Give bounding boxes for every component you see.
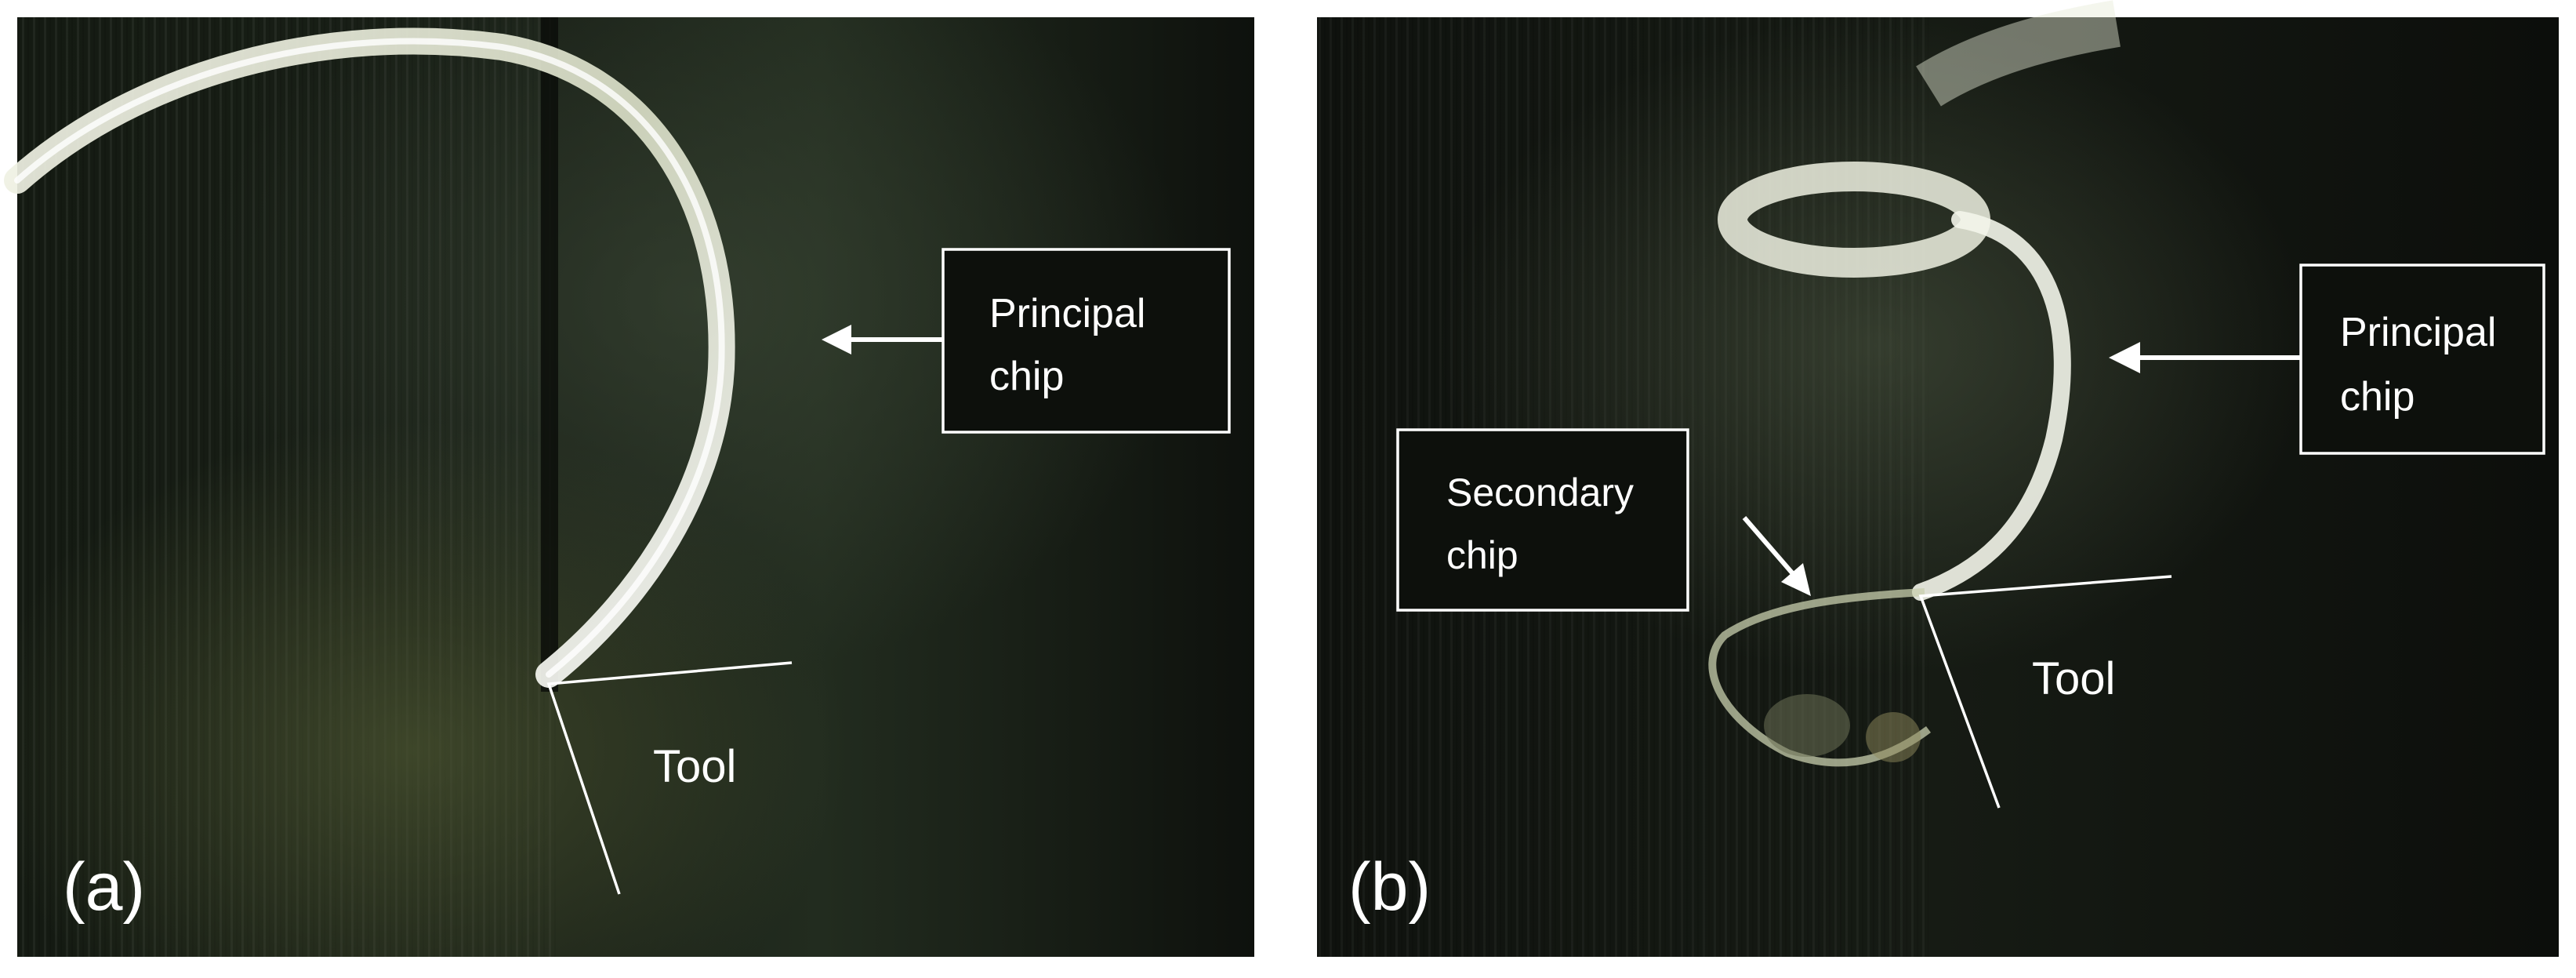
principal-chip-callout-b: Principal chip	[2299, 264, 2545, 455]
svg-text:Principal: Principal	[2340, 310, 2496, 355]
svg-text:chip: chip	[989, 354, 1064, 399]
svg-text:chip: chip	[2340, 374, 2415, 420]
tool-outline-a	[546, 661, 793, 895]
arrow-icon-b-secondary	[1742, 516, 1811, 596]
secondary-chip-callout-b: Secondary chip	[1396, 428, 1689, 612]
principal-chip-callout-a: Principal chip	[942, 248, 1231, 434]
panel-label-b: (b)	[1348, 849, 1431, 925]
tool-outline-b	[1918, 575, 2172, 809]
svg-text:chip: chip	[1446, 533, 1518, 577]
panel-label-a: (a)	[63, 849, 145, 925]
panel-a-photo: Principal chip Tool (a)	[4, 17, 1254, 957]
secondary-chip-b	[1708, 588, 1931, 767]
panel-b-photo: Principal chip Secondary chip Tool (b)	[1317, 0, 2559, 957]
arrow-icon-a	[822, 325, 943, 354]
panel-b: Principal chip Secondary chip Tool (b)	[1286, 0, 2576, 978]
svg-text:Principal: Principal	[989, 291, 1145, 336]
tool-label-b: Tool	[2032, 653, 2115, 704]
principal-chip-b	[1912, 211, 2071, 601]
arrow-icon-b-principal	[2109, 342, 2301, 373]
panel-a: Principal chip Tool (a)	[0, 0, 1270, 978]
tool-label-a: Tool	[653, 741, 736, 792]
svg-text:Secondary: Secondary	[1446, 471, 1634, 514]
